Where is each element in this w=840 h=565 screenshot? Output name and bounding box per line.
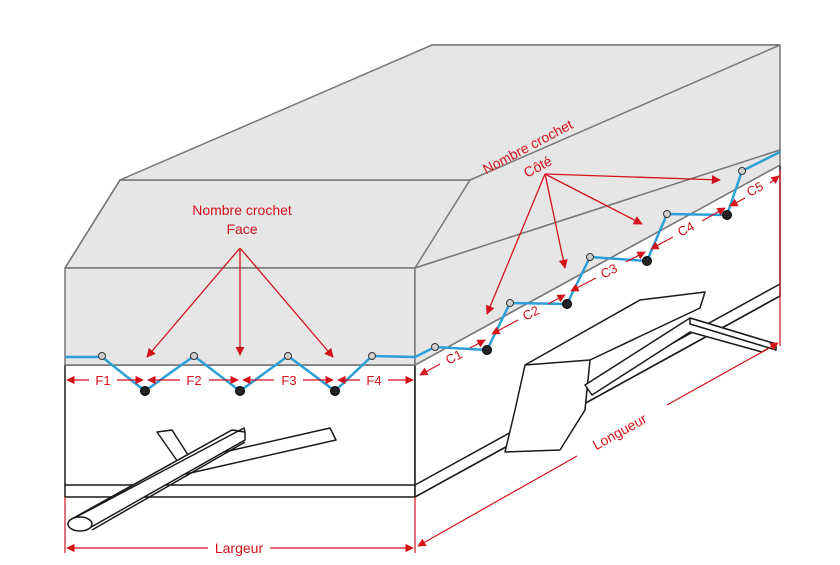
length-dim-a <box>417 455 578 547</box>
spacing-label-c4: C4 <box>675 219 697 240</box>
eyelets <box>98 167 746 360</box>
face-title-line-2: Face <box>226 221 257 237</box>
c3-dim-a <box>570 277 597 292</box>
elastic-cord <box>65 150 781 393</box>
spacing-label-f2: F2 <box>186 373 201 388</box>
front-cord <box>65 345 436 393</box>
c5-dim-b <box>769 175 780 184</box>
hook <box>235 386 245 396</box>
face-arrow-1 <box>146 247 241 358</box>
eyelet <box>284 352 292 360</box>
side-cord <box>434 150 781 352</box>
c1-dim-b <box>469 339 486 349</box>
hook <box>140 386 150 396</box>
overall-dimensions <box>64 170 781 553</box>
wheel-arch-top <box>524 291 706 366</box>
cover-top-slope <box>119 44 781 181</box>
c3-dim-b <box>625 251 646 263</box>
eyelet <box>663 210 671 218</box>
face-hook-arrows <box>146 247 334 358</box>
spacing-label-f4: F4 <box>366 373 381 388</box>
c1-dim-a <box>419 363 441 376</box>
spacing-label-f3: F3 <box>281 373 296 388</box>
eyelet <box>98 352 106 360</box>
wheel-arch <box>504 291 706 453</box>
drawbar <box>67 427 337 532</box>
side-arrow-4 <box>544 173 721 185</box>
hook <box>482 345 492 355</box>
c4-dim-b <box>701 207 726 222</box>
eyelet <box>586 253 594 261</box>
labels: Nombre crochet Face Nombre crochet Côté … <box>95 116 765 556</box>
side-hook-arrows <box>485 173 721 315</box>
length-dim-b <box>666 342 779 406</box>
c2-dim-b <box>547 294 566 305</box>
cover-ridge <box>414 179 471 269</box>
eyelet <box>506 299 514 307</box>
c5-dim-a <box>729 197 746 207</box>
c4-dim-a <box>650 236 674 250</box>
face-title-line-1: Nombre crochet <box>192 202 292 218</box>
eyelet <box>368 352 376 360</box>
side-arrow-3 <box>544 173 643 225</box>
c2-dim-a <box>491 319 519 335</box>
side-arrow-2 <box>544 173 568 269</box>
hook <box>642 256 652 266</box>
spacing-label-c5: C5 <box>744 179 766 200</box>
drawbar-edge <box>91 441 246 531</box>
eyelet <box>738 167 746 175</box>
spacing-label-f1: F1 <box>95 373 110 388</box>
face-arrow-3 <box>239 247 334 358</box>
side-arrow-1 <box>485 173 546 315</box>
eyelet <box>431 343 439 351</box>
hook <box>330 386 340 396</box>
side-dimension-arrows <box>419 175 780 376</box>
spacing-label-c1: C1 <box>443 347 465 368</box>
eyelet <box>190 352 198 360</box>
spacing-label-c3: C3 <box>598 261 620 282</box>
hook <box>722 210 732 220</box>
length-label: Longueur <box>590 410 650 453</box>
width-label: Largeur <box>215 540 264 556</box>
drawbar-main-top <box>69 427 246 521</box>
spacing-label-c2: C2 <box>520 303 542 324</box>
cover-ridge-front <box>64 179 121 269</box>
tow-coupler <box>67 516 93 532</box>
hook <box>562 299 572 309</box>
